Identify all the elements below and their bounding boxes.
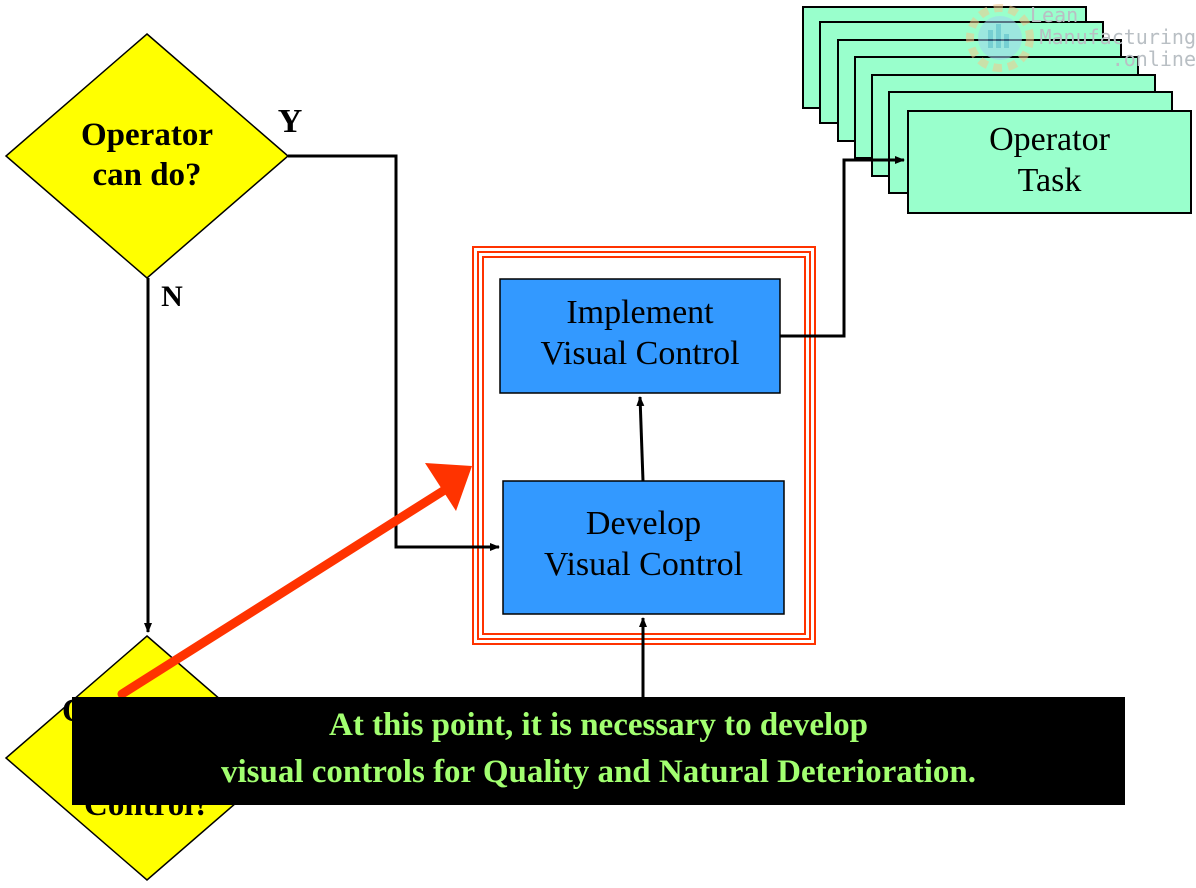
- operator-task-label: Operator Task: [989, 121, 1110, 199]
- callout-banner: At this point, it is necessary to develo…: [72, 697, 1125, 805]
- develop-visual-control-box: [502, 480, 785, 615]
- yes-label: Y: [277, 103, 303, 140]
- connectors: [144, 154, 905, 697]
- pointer-arrow: [117, 463, 472, 699]
- operator-task-front-card: [907, 110, 1192, 214]
- no-label: N: [161, 280, 183, 313]
- develop-to-implement-connector: [636, 396, 645, 482]
- callout-line-2: visual controls for Quality and Natural …: [220, 754, 976, 790]
- implement-visual-control-box: [499, 278, 781, 394]
- yes-connector: [288, 154, 500, 551]
- watermark-gear-icon: [966, 4, 1034, 72]
- implement-visual-control-label: Implement Visual Control: [540, 294, 740, 372]
- decision-operator-label: Operator can do?: [81, 117, 213, 193]
- callout-line-1: At this point, it is necessary to develo…: [329, 707, 868, 743]
- develop-visual-control-label: Develop Visual Control: [543, 505, 744, 583]
- watermark-logo: Lean Manufacturing .online: [1030, 3, 1196, 71]
- implement-to-task-connector: [780, 156, 905, 338]
- operator-task-stack: [802, 6, 1192, 214]
